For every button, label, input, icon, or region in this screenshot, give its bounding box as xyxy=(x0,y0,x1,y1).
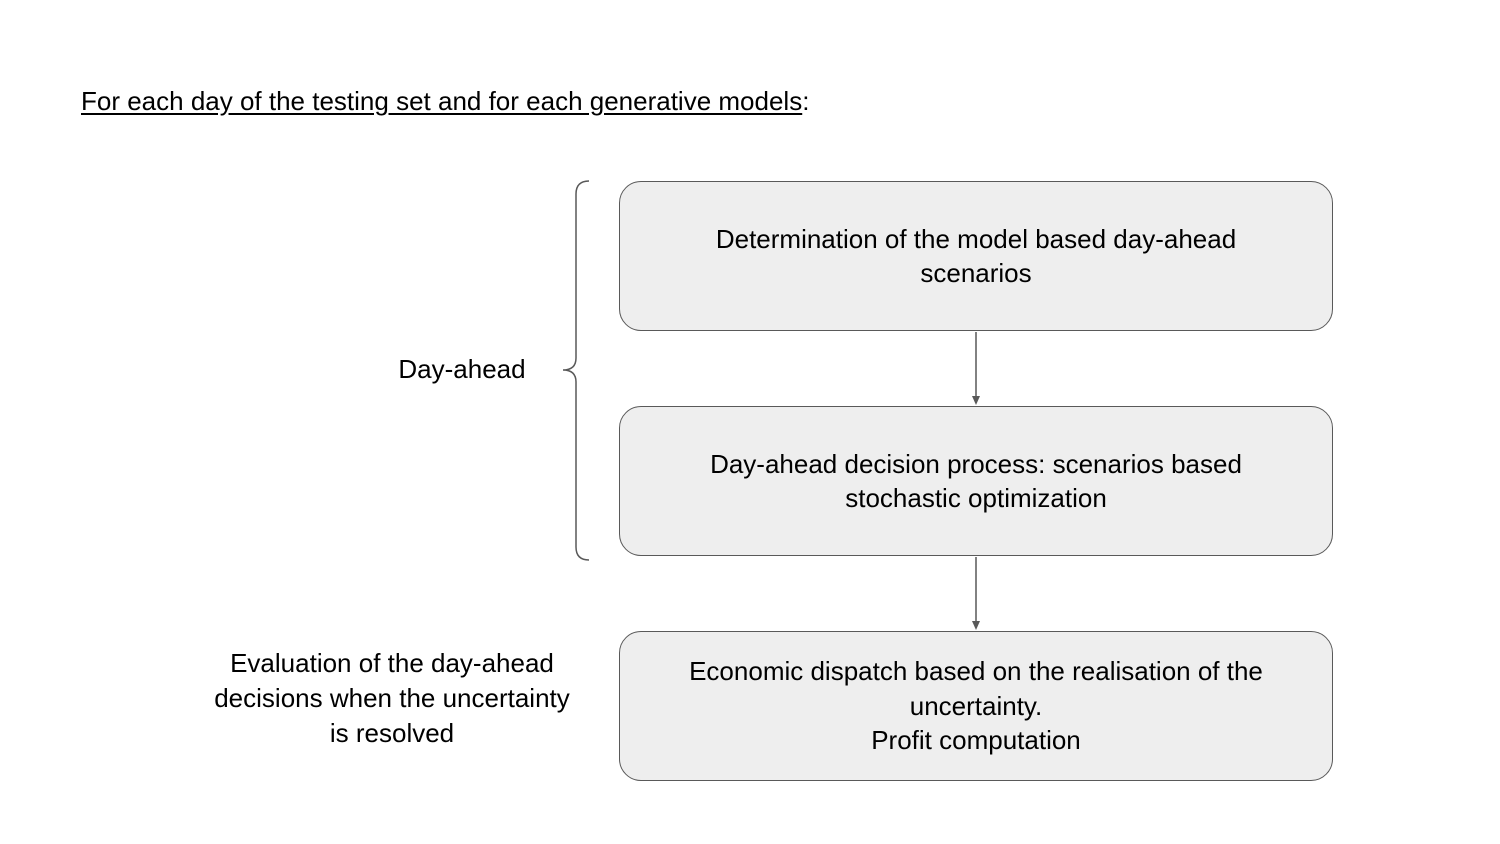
box-line: Economic dispatch based on the realisati… xyxy=(689,656,1263,687)
evaluation-label: Evaluation of the day-ahead decisions wh… xyxy=(182,646,602,751)
box-line: Determination of the model based day-ahe… xyxy=(715,223,1237,254)
box-line: Day-ahead decision process: scenarios ba… xyxy=(710,448,1242,479)
arrow-1-head xyxy=(972,396,980,405)
box-line: scenarios xyxy=(920,258,1032,288)
page-heading: For each day of the testing set and for … xyxy=(81,85,809,117)
economic-dispatch-box: Economic dispatch based on the realisati… xyxy=(619,631,1333,781)
arrow-2-head xyxy=(972,621,980,630)
decision-process-box: Day-ahead decision process: scenarios ba… xyxy=(619,406,1333,556)
heading-colon: : xyxy=(802,86,810,116)
evaluation-label-line: decisions when the uncertainty xyxy=(214,683,570,713)
box-line: stochastic optimization xyxy=(845,483,1107,513)
scenario-generation-box: Determination of the model based day-ahe… xyxy=(619,181,1333,331)
box-line: Profit computation xyxy=(871,725,1081,756)
evaluation-label-line: is resolved xyxy=(329,718,455,748)
day-ahead-brace xyxy=(562,180,590,561)
heading-text: For each day of the testing set and for … xyxy=(81,86,803,116)
box-line: uncertainty. xyxy=(909,690,1043,721)
day-ahead-label: Day-ahead xyxy=(398,354,526,384)
evaluation-label-line: Evaluation of the day-ahead xyxy=(230,648,554,678)
